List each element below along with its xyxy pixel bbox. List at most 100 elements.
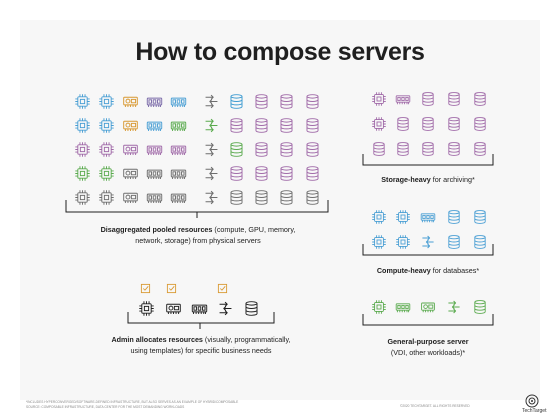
checkbox-check-icon xyxy=(140,283,151,294)
gpu-card-icon xyxy=(123,144,138,156)
database-storage-icon xyxy=(280,166,293,181)
storage-heavy-server xyxy=(371,91,486,156)
network-arrows-icon xyxy=(205,166,218,181)
gpu-card-icon xyxy=(123,168,138,180)
database-storage-icon xyxy=(245,301,258,316)
cpu-chip-icon xyxy=(98,141,115,158)
database-storage-icon xyxy=(230,190,243,205)
memory-module-icon xyxy=(170,145,187,156)
database-storage-icon xyxy=(422,142,434,156)
copyright-text: ©2020 TECHTARGET. ALL RIGHTS RESERVED xyxy=(400,404,470,408)
cpu-chip-icon xyxy=(371,299,387,315)
memory-module-icon xyxy=(146,169,163,180)
cpu-chip-icon xyxy=(395,209,411,225)
pool-caption: Disaggregated pooled resources (compute,… xyxy=(60,225,336,246)
storage-caption-rest: for archiving* xyxy=(430,175,475,184)
footnote-line-1: *INCLUDES HYPERCONVERGED/SOFTWARE-DEFINE… xyxy=(26,400,239,404)
admin-allocation-group xyxy=(138,283,258,317)
database-storage-icon xyxy=(306,190,319,205)
gpu-card-icon xyxy=(123,96,138,108)
database-storage-icon xyxy=(373,142,385,156)
database-storage-icon xyxy=(448,210,460,224)
admin-caption-rest: (visually, programmatically, xyxy=(202,335,291,344)
gpu-card-icon xyxy=(123,192,138,204)
pool-caption-rest: (compute, GPU, memory, xyxy=(212,225,296,234)
pool-row-4 xyxy=(74,165,319,182)
database-storage-icon xyxy=(306,142,319,157)
database-storage-icon xyxy=(474,117,486,131)
techtarget-logo-text: TechTarget xyxy=(522,408,547,414)
diagram-card xyxy=(20,20,540,400)
database-storage-icon xyxy=(397,117,409,131)
memory-module-icon xyxy=(146,121,163,132)
memory-module-icon xyxy=(146,97,163,108)
database-storage-icon xyxy=(230,94,243,109)
database-storage-icon xyxy=(397,142,409,156)
cpu-chip-icon xyxy=(395,234,411,250)
compute-bracket xyxy=(362,244,494,256)
memory-module-icon xyxy=(170,121,187,132)
pool-row-1 xyxy=(74,93,319,110)
resource-pool-grid xyxy=(74,93,319,206)
gpu-card-icon xyxy=(166,303,181,315)
general-purpose-server xyxy=(371,299,486,315)
database-storage-icon xyxy=(474,300,486,314)
pool-row-3 xyxy=(74,141,319,158)
footnote-line-2: SOURCE: COMPOSABLE INFRASTRUCTURE, DATA … xyxy=(26,405,185,409)
memory-module-icon xyxy=(170,169,187,180)
compute-heavy-caption: Compute-heavy for databases* xyxy=(350,266,506,277)
cpu-chip-icon xyxy=(98,165,115,182)
pool-row-5 xyxy=(74,189,319,206)
storage-caption-bold: Storage-heavy xyxy=(381,175,431,184)
database-storage-icon xyxy=(230,166,243,181)
network-arrows-icon xyxy=(205,190,218,205)
database-storage-icon xyxy=(255,118,268,133)
checkbox-check-icon xyxy=(217,283,228,294)
storage-bracket xyxy=(362,154,494,166)
network-arrows-icon xyxy=(205,142,218,157)
cpu-chip-icon xyxy=(98,93,115,110)
database-storage-icon xyxy=(306,118,319,133)
checkbox-check-icon xyxy=(166,283,177,294)
admin-caption-bold: Admin allocates resources xyxy=(111,335,203,344)
pool-bracket xyxy=(65,200,329,218)
database-storage-icon xyxy=(474,142,486,156)
admin-caption-line2: using templates) for specific business n… xyxy=(130,345,272,355)
database-storage-icon xyxy=(448,92,460,106)
memory-module-icon xyxy=(170,97,187,108)
network-arrows-icon xyxy=(205,118,218,133)
cpu-chip-icon xyxy=(74,141,91,158)
network-arrows-icon xyxy=(421,235,435,249)
database-storage-icon xyxy=(230,118,243,133)
database-storage-icon xyxy=(448,142,460,156)
techtarget-logo-mark xyxy=(525,394,539,408)
database-storage-icon xyxy=(255,166,268,181)
network-arrows-icon xyxy=(205,94,218,109)
database-storage-icon xyxy=(474,92,486,106)
compute-heavy-server xyxy=(371,209,486,250)
database-storage-icon xyxy=(448,117,460,131)
database-storage-icon xyxy=(306,94,319,109)
database-storage-icon xyxy=(306,166,319,181)
general-bracket xyxy=(362,314,494,326)
database-storage-icon xyxy=(448,235,460,249)
cpu-chip-icon xyxy=(98,117,115,134)
general-caption-line2: (VDI, other workloads)* xyxy=(390,347,466,357)
gpu-card-icon xyxy=(123,120,138,132)
database-storage-icon xyxy=(474,235,486,249)
general-purpose-caption: General-purpose server (VDI, other workl… xyxy=(350,337,506,358)
general-caption-bold: General-purpose server xyxy=(387,337,469,346)
memory-module-icon xyxy=(191,304,208,315)
database-storage-icon xyxy=(422,117,434,131)
network-arrows-icon xyxy=(447,300,461,314)
cpu-chip-icon xyxy=(98,189,115,206)
database-storage-icon xyxy=(280,190,293,205)
memory-module-icon xyxy=(146,193,163,204)
database-storage-icon xyxy=(280,94,293,109)
database-storage-icon xyxy=(422,92,434,106)
database-storage-icon xyxy=(255,190,268,205)
memory-module-icon xyxy=(170,193,187,204)
database-storage-icon xyxy=(474,210,486,224)
compute-caption-rest: for databases* xyxy=(430,266,480,275)
